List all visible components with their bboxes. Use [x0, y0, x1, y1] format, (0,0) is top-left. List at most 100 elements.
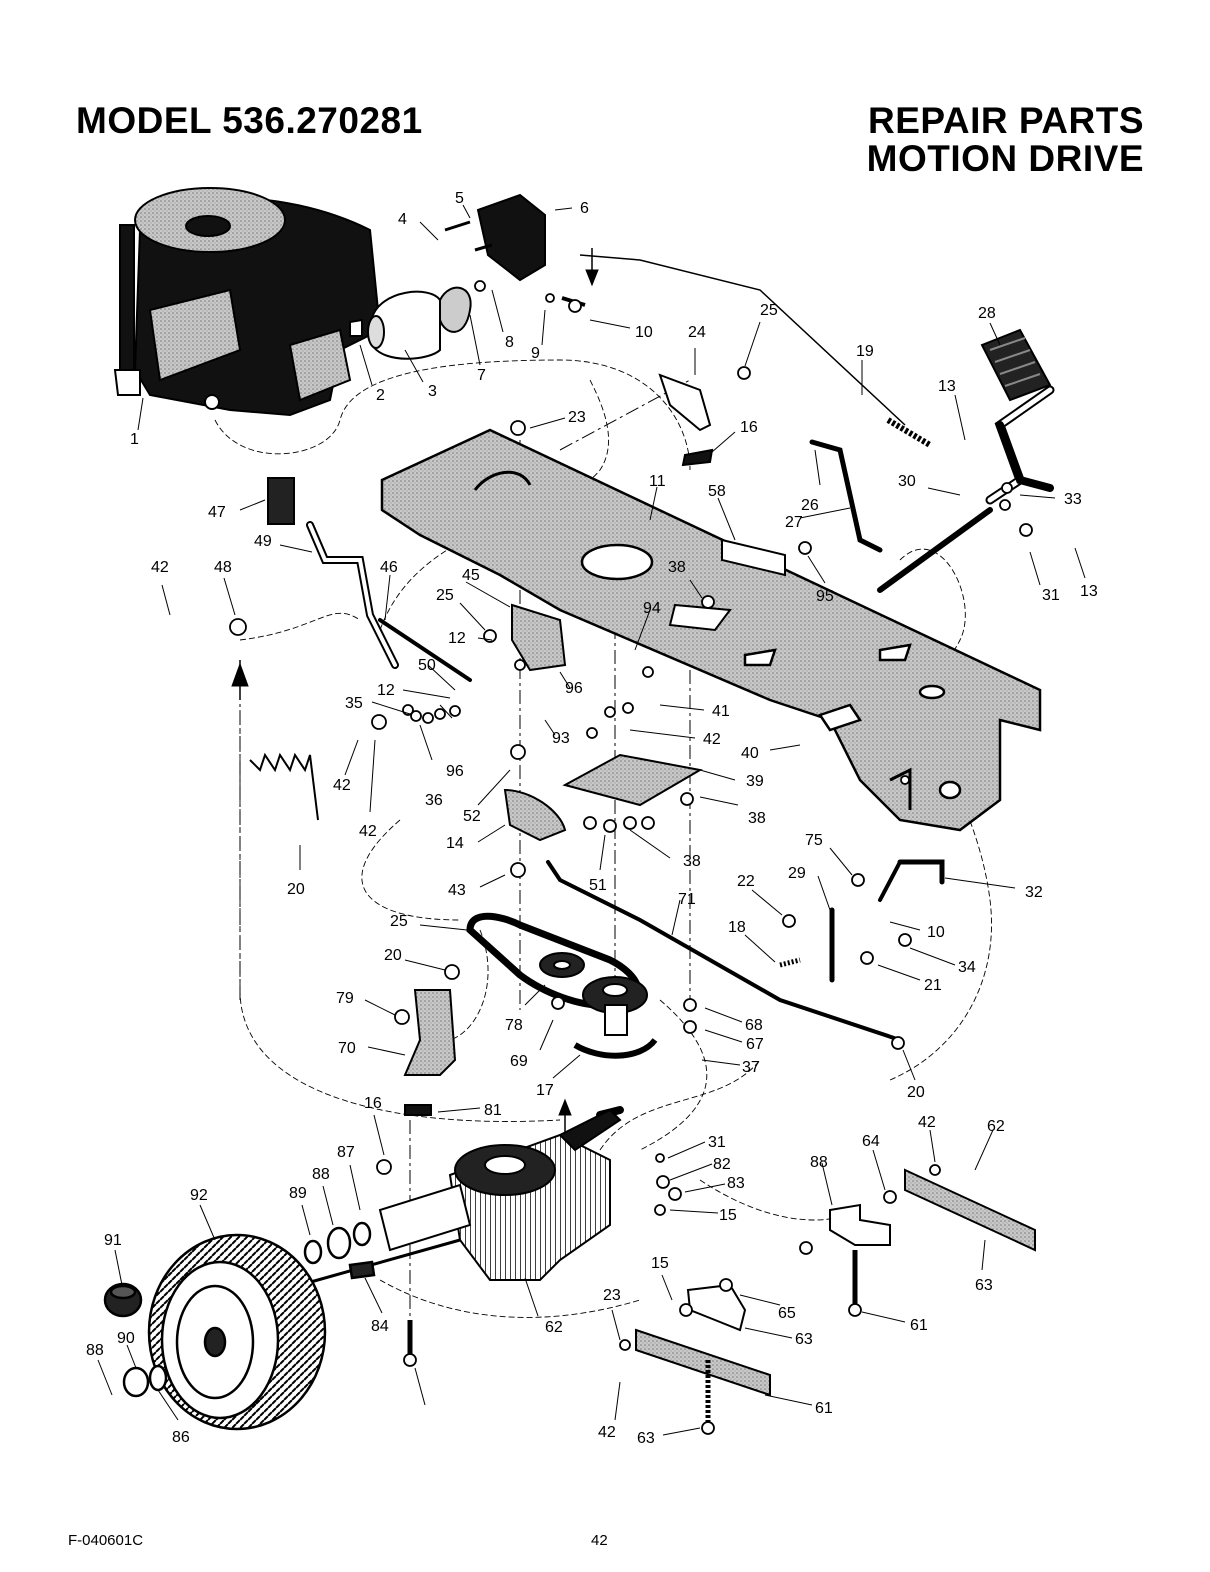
belt-and-pulleys	[466, 912, 658, 1059]
model-title: MODEL 536.270281	[76, 100, 423, 141]
callout-label: 49	[254, 533, 272, 550]
callout-label: 41	[712, 703, 730, 720]
muffler-parts	[349, 193, 906, 426]
figure-code: F-040601C	[68, 1532, 144, 1549]
callout-label: 64	[862, 1133, 880, 1150]
callout-label: 87	[337, 1144, 355, 1161]
callout-label: 96	[446, 763, 464, 780]
callout-label: 88	[810, 1154, 828, 1171]
callout-label: 82	[713, 1156, 731, 1173]
callout-label: 11	[649, 473, 666, 490]
engine	[113, 187, 382, 417]
callout-label: 62	[545, 1319, 563, 1336]
callout-label: 67	[746, 1036, 764, 1053]
callout-label: 30	[898, 473, 916, 490]
callout-label: 20	[384, 947, 402, 964]
callout-label: 42	[598, 1424, 616, 1441]
callout-label: 79	[336, 990, 354, 1007]
callout-label: 36	[425, 792, 443, 809]
callout-label: 20	[907, 1084, 925, 1101]
callout-label: 21	[924, 977, 942, 994]
callout-label: 34	[958, 959, 976, 976]
callout-label: 3	[428, 383, 437, 400]
springs	[249, 417, 932, 968]
callout-label: 42	[151, 559, 169, 576]
callout-label: 61	[910, 1317, 928, 1334]
callout-label: 16	[740, 419, 758, 436]
callout-label: 16	[364, 1095, 382, 1112]
callout-label: 8	[505, 334, 514, 351]
callout-label: 1	[130, 431, 139, 448]
callout-label: 7	[477, 367, 486, 384]
callout-label: 48	[214, 559, 232, 576]
callout-label: 20	[287, 881, 305, 898]
callout-label: 35	[345, 695, 363, 712]
callout-label: 94	[643, 600, 661, 617]
callout-label: 52	[463, 808, 481, 825]
callout-label: 31	[708, 1134, 726, 1151]
callout-label: 32	[1025, 884, 1043, 901]
callout-label: 46	[380, 559, 398, 576]
callout-label: 45	[462, 567, 480, 584]
direction-arrows	[231, 248, 599, 1132]
callout-label: 63	[795, 1331, 813, 1348]
callout-label: 78	[505, 1017, 523, 1034]
callout-label: 68	[745, 1017, 763, 1034]
callout-label: 61	[815, 1400, 833, 1417]
callout-label: 28	[978, 305, 996, 322]
callout-label: 15	[651, 1255, 669, 1272]
callout-label: 27	[785, 514, 803, 531]
callout-label: 23	[603, 1287, 621, 1304]
callout-label: 47	[208, 504, 226, 521]
leader-lines	[97, 204, 1086, 1436]
callout-label: 24	[688, 324, 706, 341]
callout-label: 86	[172, 1429, 190, 1446]
callout-label: 15	[719, 1207, 737, 1224]
section-title: REPAIR PARTS MOTION DRIVE	[867, 102, 1144, 178]
callout-label: 92	[190, 1187, 208, 1204]
callout-label: 9	[531, 345, 540, 362]
callout-label: 39	[746, 773, 764, 790]
callout-label: 31	[1042, 587, 1060, 604]
callout-label: 17	[536, 1082, 554, 1099]
callout-label: 37	[742, 1059, 760, 1076]
callout-label: 13	[1080, 583, 1098, 600]
callout-label: 22	[737, 873, 755, 890]
callout-label: 50	[418, 657, 436, 674]
callout-label: 6	[580, 200, 589, 217]
callout-label: 63	[975, 1277, 993, 1294]
rods-and-levers	[306, 385, 1055, 1119]
section-title-line1: REPAIR PARTS	[868, 100, 1144, 141]
callout-label: 38	[748, 810, 766, 827]
callout-label: 88	[312, 1166, 330, 1183]
callout-label: 51	[589, 877, 607, 894]
callout-label: 40	[741, 745, 759, 762]
callout-label: 12	[448, 630, 466, 647]
callout-label: 84	[371, 1318, 389, 1335]
callout-label: 93	[552, 730, 570, 747]
callout-label: 29	[788, 865, 806, 882]
callout-label: 4	[398, 211, 407, 228]
callout-label: 38	[683, 853, 701, 870]
callout-label: 25	[390, 913, 408, 930]
callout-label: 81	[484, 1102, 502, 1119]
callout-label: 88	[86, 1342, 104, 1359]
callout-label: 10	[927, 924, 945, 941]
callout-label: 12	[377, 682, 395, 699]
wheel	[103, 1221, 376, 1431]
callout-label: 62	[987, 1118, 1005, 1135]
callout-label: 42	[703, 731, 721, 748]
grip	[980, 328, 1052, 402]
callout-label: 75	[805, 832, 823, 849]
callout-label: 25	[436, 587, 454, 604]
callout-label: 26	[801, 497, 819, 514]
callout-label: 38	[668, 559, 686, 576]
callout-label: 90	[117, 1330, 135, 1347]
callout-label: 5	[455, 190, 464, 207]
callout-label: 25	[760, 302, 778, 319]
callout-label: 91	[104, 1232, 122, 1249]
callout-label: 95	[816, 588, 834, 605]
callout-label: 83	[727, 1175, 745, 1192]
callout-label: 89	[289, 1185, 307, 1202]
